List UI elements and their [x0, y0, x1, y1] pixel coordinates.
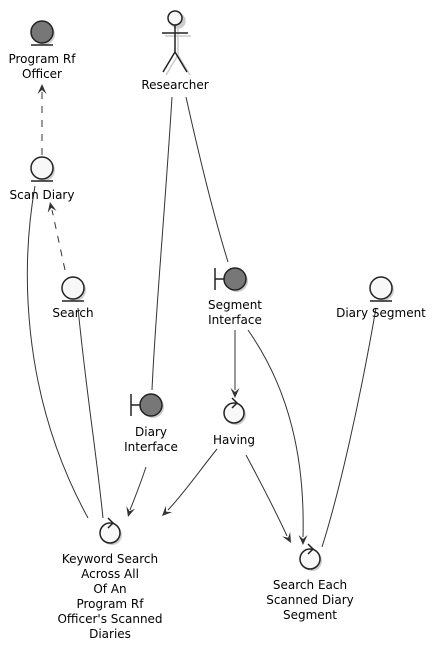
connector-line [167, 448, 218, 511]
node-diary-segment: Diary Segment [336, 276, 426, 320]
connector-line [247, 329, 304, 538]
node-label-line: Segment [283, 608, 337, 622]
arrowhead [230, 388, 240, 398]
control-arrow-icon [107, 517, 115, 529]
node-label-line: Interface [124, 440, 178, 454]
control-icon [299, 548, 321, 570]
edge-search-to-keyword_search [77, 307, 104, 519]
arrowhead [126, 506, 136, 517]
edge-having-to-search_each [245, 454, 291, 543]
connector-line [77, 307, 104, 519]
node-label-line: Scanned Diary [266, 593, 354, 607]
node-search: Search [52, 276, 94, 320]
node-label-line: Officer's Scanned [57, 612, 162, 626]
node-label-line: Search [52, 306, 93, 320]
arrowhead [282, 532, 291, 543]
connector-line [185, 96, 229, 263]
edges-layer [26, 84, 377, 548]
connector-line [129, 466, 147, 511]
boundary-icon [139, 393, 163, 417]
node-label-line: Interface [208, 313, 262, 327]
actor-body [162, 25, 188, 73]
connector-line [151, 96, 173, 391]
edge-segment_interface-to-search_each [247, 329, 308, 545]
node-label-line: Diaries [89, 627, 131, 641]
connector-line [26, 185, 89, 519]
node-label-line: Program Rf [8, 52, 76, 66]
boundary-icon [223, 267, 247, 291]
entity-icon [30, 156, 54, 180]
node-label-line: Across All [81, 567, 139, 581]
edge-researcher-to-diary_interface [151, 96, 173, 391]
node-label-line: Diary [135, 425, 167, 439]
node-label-line: Diary Segment [336, 306, 426, 320]
node-label-line: Segment [208, 298, 262, 312]
actor-head [167, 10, 183, 26]
arrowhead [162, 505, 173, 516]
node-label-line: Of An [93, 582, 126, 596]
edge-diary_segment-to-search_each [321, 307, 377, 548]
control-arrow-icon [307, 543, 315, 555]
node-label-line: Researcher [141, 78, 208, 92]
node-researcher: Researcher [141, 10, 209, 92]
control-arrow-icon [231, 397, 239, 409]
control-icon [99, 522, 121, 544]
connector-line [51, 209, 66, 271]
edge-search-to-scan_diary [47, 202, 66, 271]
arrowhead [298, 535, 308, 545]
edge-scan_diary-to-keyword_search [26, 185, 89, 519]
node-scan-diary: Scan Diary [10, 156, 75, 202]
edge-having-to-keyword_search [162, 448, 218, 516]
entity-icon [369, 276, 393, 300]
node-label-line: Search Each [273, 578, 347, 592]
arrowhead [47, 202, 57, 213]
node-label-line: Scan Diary [10, 188, 75, 202]
node-having: Having [213, 397, 255, 447]
edge-segment_interface-to-having [230, 330, 240, 398]
connector-line [245, 454, 288, 537]
node-label-line: Keyword Search [62, 552, 158, 566]
node-label-line: Officer [22, 67, 62, 81]
edge-scan_diary-to-program_officer [37, 84, 47, 155]
node-label-line: Having [213, 433, 255, 447]
arrowhead [37, 84, 47, 94]
node-label-line: Program Rf [76, 597, 144, 611]
entity-icon [30, 20, 54, 44]
edge-diary_interface-to-keyword_search [126, 466, 147, 517]
connector-line [321, 307, 377, 548]
entity-icon [61, 276, 85, 300]
control-icon [223, 402, 245, 424]
edge-researcher-to-segment_interface [185, 96, 229, 263]
